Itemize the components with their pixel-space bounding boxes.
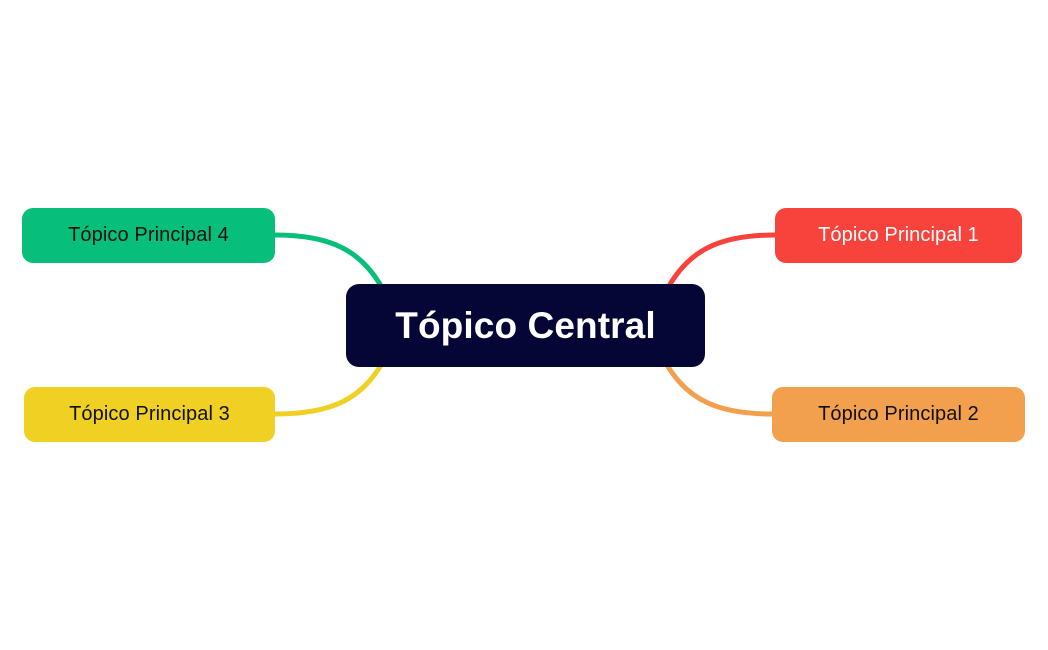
connector-topic-4 [272, 232, 384, 289]
branch-node-topic-4-label: Tópico Principal 4 [68, 224, 229, 246]
branch-node-topic-1-label: Tópico Principal 1 [818, 224, 979, 246]
connector-topic-2 [664, 362, 775, 417]
central-node-label: Tópico Central [395, 304, 656, 346]
branch-node-topic-2-label: Tópico Principal 2 [818, 403, 979, 425]
branch-node-topic-2[interactable]: Tópico Principal 2 [772, 387, 1025, 442]
connector-topic-1 [666, 232, 778, 289]
central-node[interactable]: Tópico Central [346, 284, 705, 367]
branch-node-topic-1[interactable]: Tópico Principal 1 [775, 208, 1022, 263]
branch-node-topic-4[interactable]: Tópico Principal 4 [22, 208, 275, 263]
branch-node-topic-3-label: Tópico Principal 3 [69, 403, 230, 425]
branch-node-topic-3[interactable]: Tópico Principal 3 [24, 387, 275, 442]
connector-topic-3 [272, 362, 384, 417]
